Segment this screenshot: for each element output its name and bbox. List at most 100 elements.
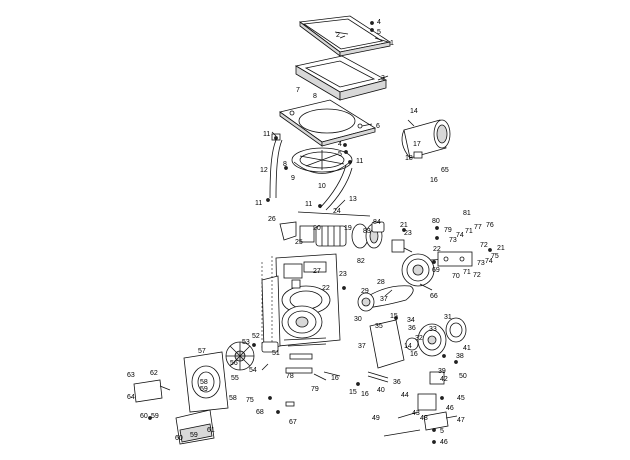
callout-58: 58 — [229, 395, 237, 402]
callout-72: 72 — [473, 272, 481, 279]
callout-15: 15 — [349, 389, 357, 396]
callout-71: 71 — [465, 228, 473, 235]
callout-25: 25 — [295, 239, 303, 246]
callout-14: 14 — [410, 108, 418, 115]
callout-11: 11 — [356, 158, 363, 165]
callout-47: 47 — [457, 417, 465, 424]
callout-65: 65 — [441, 167, 449, 174]
callout-16: 16 — [410, 351, 418, 358]
callout-28: 28 — [377, 279, 385, 286]
callout-53: 53 — [242, 339, 250, 346]
callout-79: 79 — [311, 386, 319, 393]
callout-26: 26 — [268, 216, 276, 223]
callout-8: 8 — [283, 161, 287, 168]
callout-32: 32 — [415, 335, 423, 342]
callout-29: 29 — [361, 288, 369, 295]
callout-16: 16 — [331, 375, 339, 382]
engine-pulley — [357, 292, 375, 312]
misc-parts — [261, 341, 449, 431]
callout-23: 23 — [339, 271, 347, 278]
callout-11: 11 — [263, 131, 270, 138]
hopper-plate — [279, 99, 376, 147]
callout-27: 27 — [313, 268, 321, 275]
callout-5: 5 — [440, 428, 444, 435]
fan-housing — [183, 351, 229, 413]
callout-76: 76 — [486, 222, 494, 229]
callout-19: 19 — [344, 225, 352, 232]
callout-18: 18 — [405, 155, 413, 162]
callout-24: 24 — [333, 208, 341, 215]
callout-58: 58 — [200, 379, 208, 386]
callout-16: 16 — [430, 177, 438, 184]
callout-12: 12 — [260, 167, 268, 174]
callout-50: 50 — [459, 373, 467, 380]
callout-54: 54 — [249, 367, 257, 374]
hopper-frame — [294, 55, 388, 101]
callout-63: 63 — [127, 372, 135, 379]
callout-46: 46 — [440, 439, 448, 446]
callout-74: 74 — [485, 258, 493, 265]
callout-35: 35 — [375, 323, 383, 330]
callout-5: 5 — [377, 29, 381, 36]
callout-82: 82 — [357, 258, 365, 265]
callout-78: 78 — [286, 373, 294, 380]
callout-20: 20 — [313, 225, 321, 232]
callout-49: 49 — [372, 415, 380, 422]
hose-right — [319, 164, 353, 211]
callout-80: 80 — [432, 218, 440, 225]
callout-44: 44 — [401, 392, 409, 399]
callout-10: 10 — [318, 183, 326, 190]
callout-33: 33 — [429, 326, 437, 333]
callout-69: 69 — [432, 267, 440, 274]
callout-46: 46 — [446, 405, 454, 412]
callout-5: 5 — [338, 151, 342, 158]
callout-66: 66 — [430, 293, 438, 300]
callout-15: 15 — [390, 313, 398, 320]
callout-48: 48 — [420, 415, 428, 422]
callout-9: 9 — [291, 175, 295, 182]
callout-72: 72 — [480, 242, 488, 249]
callout-61: 61 — [207, 427, 215, 434]
callout-43: 43 — [412, 410, 420, 417]
callout-21: 21 — [400, 222, 408, 229]
callout-70: 70 — [452, 273, 460, 280]
callout-3: 3 — [381, 75, 385, 82]
callout-8: 8 — [313, 93, 317, 100]
callout-84: 84 — [373, 219, 381, 226]
callout-60: 60 — [140, 413, 148, 420]
callout-59: 59 — [151, 413, 159, 420]
callout-14: 14 — [404, 343, 412, 350]
callout-11: 11 — [255, 200, 262, 207]
fan-impeller — [225, 341, 255, 371]
callout-23: 23 — [404, 230, 412, 237]
callout-56: 56 — [230, 360, 238, 367]
callout-21: 21 — [497, 245, 505, 252]
callout-labels: 4 5 2 1 3 7 8 6 11 4 5 11 12 8 9 10 11 1… — [127, 19, 505, 446]
callout-42: 42 — [440, 376, 448, 383]
clutch-pulley — [401, 253, 471, 287]
callout-7: 7 — [296, 87, 300, 94]
callout-71: 71 — [463, 269, 471, 276]
callout-22: 22 — [322, 285, 330, 292]
callout-4: 4 — [338, 141, 342, 148]
callout-81: 81 — [463, 210, 471, 217]
callout-62: 62 — [150, 370, 158, 377]
idler-bracket — [437, 251, 473, 267]
callout-73: 73 — [449, 237, 457, 244]
engine — [261, 253, 341, 352]
callout-59: 59 — [190, 432, 198, 439]
impeller-housing — [369, 317, 467, 369]
callout-67: 67 — [289, 419, 297, 426]
callout-22: 22 — [433, 246, 441, 253]
callout-31: 31 — [444, 314, 452, 321]
callout-77: 77 — [474, 224, 482, 231]
deflector-plate — [133, 379, 163, 403]
air-cleaner — [279, 221, 405, 253]
callout-52: 52 — [252, 333, 260, 340]
callout-75: 75 — [491, 253, 499, 260]
callout-36: 36 — [408, 325, 416, 332]
callout-6: 6 — [376, 123, 380, 130]
callout-1: 1 — [390, 40, 394, 47]
callout-11: 11 — [305, 201, 312, 208]
